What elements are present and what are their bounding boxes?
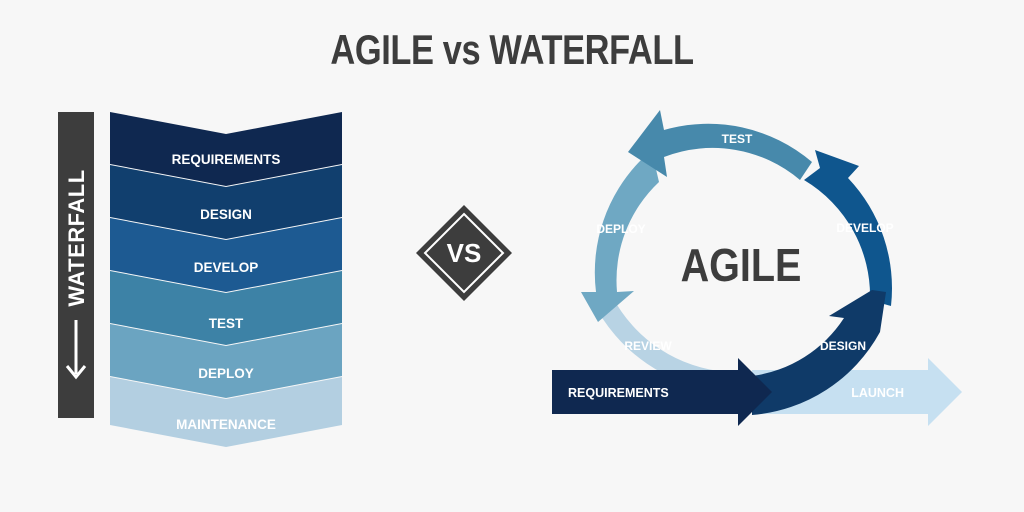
waterfall-stages: REQUIREMENTS DESIGN DEVELOP TEST DEPLOY … — [110, 112, 342, 447]
stage-develop-label: DEVELOP — [194, 260, 259, 275]
stage-design-label: DESIGN — [200, 207, 252, 222]
cycle-design-segment — [752, 290, 886, 415]
vs-label: VS — [447, 238, 482, 268]
stage-maintenance-chevron — [110, 377, 342, 447]
vs-badge: VS — [416, 205, 512, 301]
stage-requirements-label: REQUIREMENTS — [172, 152, 281, 167]
cycle-deploy-label: DEPLOY — [596, 222, 645, 236]
requirements-arrow — [552, 358, 772, 426]
launch-label: LAUNCH — [851, 386, 904, 400]
requirements-label: REQUIREMENTS — [568, 386, 669, 400]
stage-maintenance-label: MAINTENANCE — [176, 417, 276, 432]
stage-design-chevron — [110, 165, 342, 239]
cycle-develop-segment — [804, 150, 892, 306]
agile-section: LAUNCH REVIEW DEPLOY TEST DEVELOP DESIGN… — [552, 110, 962, 426]
cycle-design-label: DESIGN — [820, 339, 866, 353]
stage-deploy-label: DEPLOY — [198, 366, 254, 381]
stage-requirements-chevron — [110, 112, 342, 186]
cycle-review-label: REVIEW — [624, 339, 672, 353]
page-title: AGILE vs WATERFALL — [330, 26, 694, 73]
cycle-test-label: TEST — [722, 132, 753, 146]
stage-test-chevron — [110, 271, 342, 345]
down-arrow-icon — [65, 320, 87, 380]
stage-deploy-chevron — [110, 324, 342, 398]
stage-develop-chevron — [110, 218, 342, 292]
cycle-develop-label: DEVELOP — [836, 221, 893, 235]
waterfall-section: WATERFALL REQUIREMENTS DESIGN DEVELOP TE… — [58, 112, 342, 447]
waterfall-bar-label: WATERFALL — [64, 169, 89, 306]
cycle-test-segment — [628, 110, 812, 180]
cycle-review-segment — [592, 296, 728, 392]
cycle-deploy-segment — [581, 152, 659, 322]
stage-test-label: TEST — [209, 316, 244, 331]
agile-center-label: AGILE — [681, 240, 802, 291]
